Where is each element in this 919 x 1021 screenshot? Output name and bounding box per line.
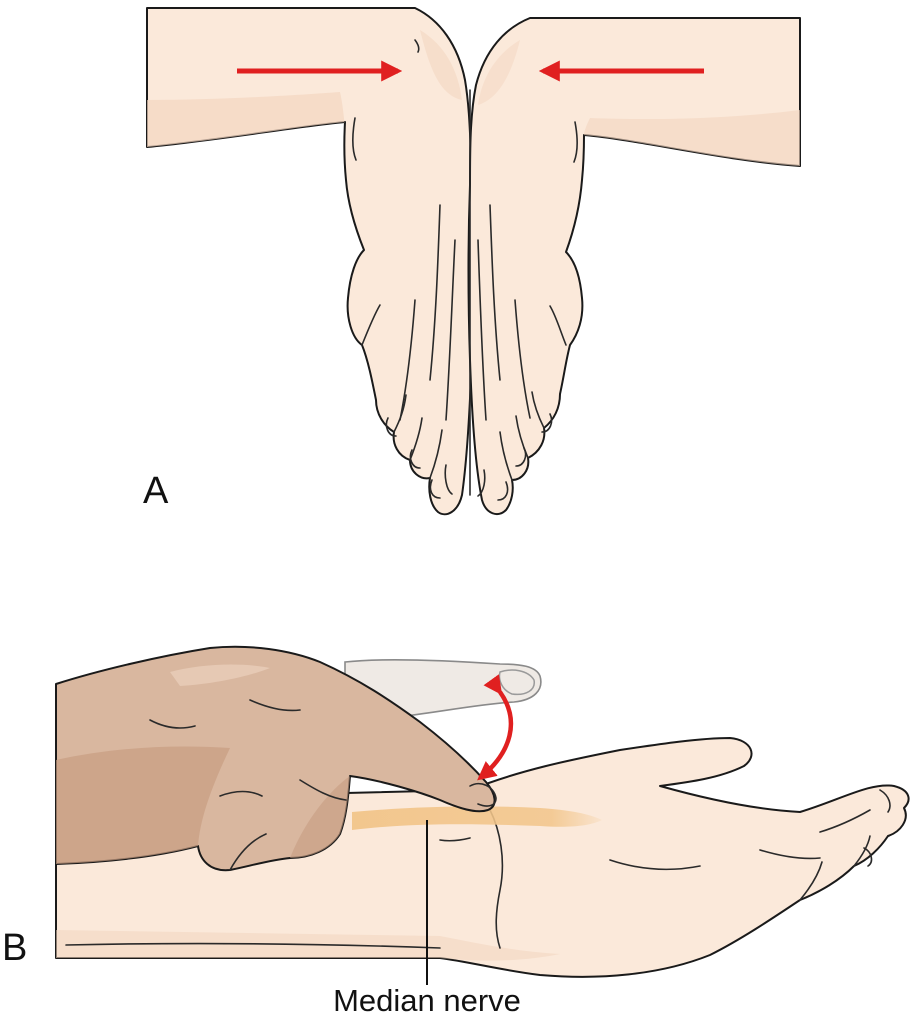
panel-b: Median nerve B	[2, 645, 910, 1018]
panel-b-letter: B	[2, 927, 27, 969]
left-hand-flexed	[146, 7, 475, 516]
median-nerve-label: Median nerve	[333, 983, 521, 1018]
right-hand-flexed	[467, 17, 801, 516]
median-nerve-highlight	[352, 806, 602, 830]
panel-a-letter: A	[143, 470, 169, 512]
double-headed-curved-arrow-icon	[477, 674, 514, 781]
examiner-hand	[55, 645, 497, 872]
panel-a: A	[143, 7, 801, 516]
